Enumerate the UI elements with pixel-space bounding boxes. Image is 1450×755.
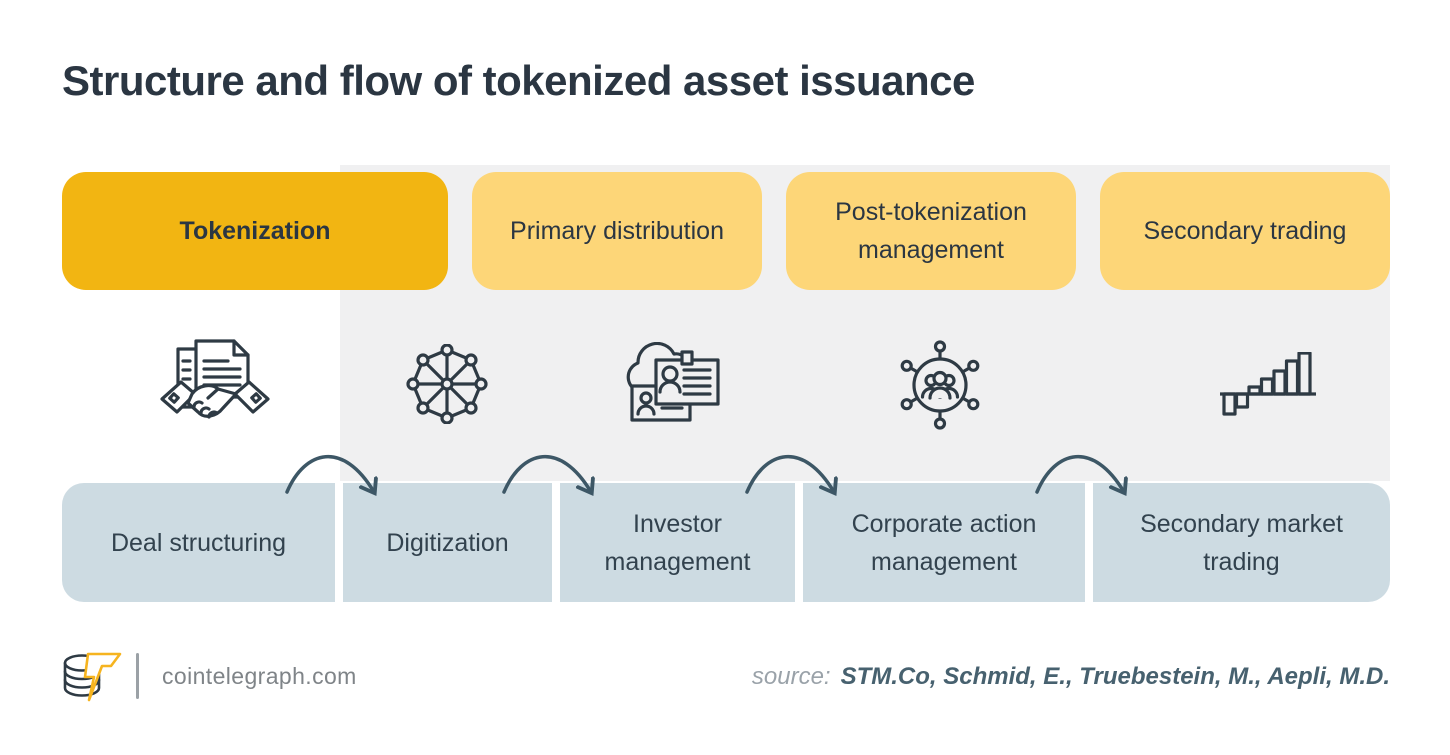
source-line: source: STM.Co, Schmid, E., Truebestein, … xyxy=(752,663,1390,691)
step-label: Corporate action management xyxy=(851,509,1037,576)
network-nodes-icon xyxy=(405,344,489,424)
phase-box-secondary-trading: Secondary trading xyxy=(1100,172,1390,290)
phase-box-tokenization: Tokenization xyxy=(62,172,448,290)
growth-bar-chart-icon xyxy=(1220,352,1316,418)
coin-stack-icon xyxy=(63,654,101,697)
phase-label: Secondary trading xyxy=(1143,217,1347,245)
step-box-investor-management: Investor management xyxy=(560,483,795,602)
people-hub-icon xyxy=(895,340,985,430)
phase-label: Post-tokenization management xyxy=(835,198,1027,264)
brand-domain: cointelegraph.com xyxy=(162,663,357,689)
page-title: Structure and flow of tokenized asset is… xyxy=(62,57,975,104)
brand-divider xyxy=(136,653,139,699)
flow-arrow xyxy=(739,446,859,508)
step-box-corporate-action-management: Corporate action management xyxy=(803,483,1085,602)
flow-arrow xyxy=(1029,446,1149,508)
flow-arrow xyxy=(279,446,399,508)
step-box-deal-structuring: Deal structuring xyxy=(62,483,335,602)
phase-box-post-tokenization-management: Post-tokenization management xyxy=(786,172,1076,290)
source-label: source: xyxy=(751,663,831,690)
phase-label: Tokenization xyxy=(179,217,331,245)
step-label: Deal structuring xyxy=(110,528,287,557)
step-box-secondary-market-trading: Secondary market trading xyxy=(1093,483,1390,602)
brand-logo xyxy=(58,650,124,709)
lightning-bolt-icon xyxy=(83,652,122,702)
step-box-digitization: Digitization xyxy=(343,483,552,602)
phase-label: Primary distribution xyxy=(510,217,724,245)
step-label: Investor management xyxy=(604,509,751,576)
source-authors: STM.Co, Schmid, E., Truebestein, M., Aep… xyxy=(840,663,1390,690)
cloud-id-cards-icon xyxy=(622,342,732,426)
step-label: Secondary market trading xyxy=(1140,509,1343,576)
phase-box-primary-distribution: Primary distribution xyxy=(472,172,762,290)
flow-arrow xyxy=(496,446,616,508)
step-label: Digitization xyxy=(386,528,509,557)
handshake-document-icon xyxy=(160,337,270,433)
